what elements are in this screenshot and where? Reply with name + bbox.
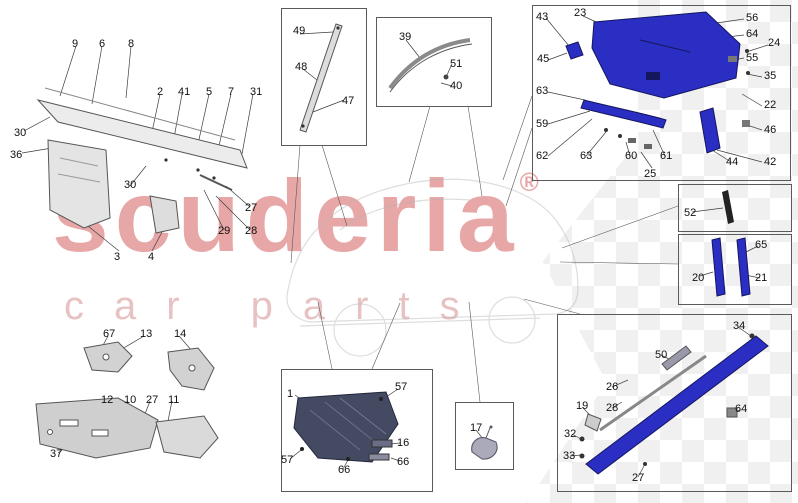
part-callout: 65: [755, 239, 768, 251]
part-callout: 27: [632, 472, 645, 484]
watermark-brand-text: scuderia: [52, 159, 520, 273]
watermark-tagline: car parts: [64, 284, 490, 328]
part-callout: 33: [563, 450, 576, 462]
part-callout: 45: [537, 53, 550, 65]
part-callout: 20: [692, 272, 705, 284]
part-callout: 40: [450, 80, 463, 92]
panel-box-sill: [557, 314, 792, 492]
panel-box-underbody: [281, 369, 433, 492]
part-callout: 51: [450, 58, 463, 70]
part-callout: 11: [168, 394, 180, 406]
part-callout: 66: [397, 456, 410, 468]
part-callout: 14: [174, 328, 187, 340]
part-callout: 35: [764, 70, 777, 82]
part-callout: 60: [625, 150, 638, 162]
part-callout: 29: [218, 225, 231, 237]
part-callout: 27: [245, 202, 258, 214]
part-callout: 7: [228, 86, 235, 98]
part-callout: 24: [768, 37, 781, 49]
part-callout: 31: [250, 86, 263, 98]
part-callout: 9: [72, 38, 79, 50]
part-callout: 66: [338, 464, 351, 476]
part-callout: 67: [103, 328, 116, 340]
part-callout: 19: [576, 400, 589, 412]
part-callout: 21: [755, 272, 768, 284]
panel-box-roof-moulding: [376, 17, 492, 107]
panel-box-b-pillar-trims: [678, 234, 792, 305]
part-callout: 17: [470, 422, 483, 434]
part-callout: 37: [50, 448, 63, 460]
part-callout: 64: [746, 28, 759, 40]
part-callout: 55: [746, 52, 759, 64]
part-callout: 5: [206, 86, 213, 98]
part-callout: 57: [281, 454, 294, 466]
part-callout: 26: [606, 381, 619, 393]
part-callout: 16: [397, 437, 410, 449]
part-callout: 2: [157, 86, 164, 98]
part-callout: 10: [124, 394, 137, 406]
part-callout: 8: [128, 38, 135, 50]
part-callout: 28: [245, 225, 258, 237]
part-callout: 63: [580, 150, 593, 162]
part-callout: 46: [764, 124, 777, 136]
part-callout: 56: [746, 12, 759, 24]
part-callout: 12: [101, 394, 114, 406]
part-callout: 43: [536, 11, 549, 23]
part-callout: 41: [178, 86, 191, 98]
part-callout: 23: [574, 7, 587, 19]
part-callout: 62: [536, 150, 549, 162]
part-callout: 3: [114, 251, 121, 263]
part-callout: 57: [395, 381, 408, 393]
part-callout: 48: [295, 61, 308, 73]
part-callout: 59: [536, 118, 549, 130]
part-callout: 64: [735, 403, 748, 415]
part-callout: 47: [342, 95, 355, 107]
part-callout: 28: [606, 402, 619, 414]
part-callout: 32: [564, 428, 577, 440]
part-callout: 1: [287, 388, 294, 400]
part-callout: 49: [293, 25, 306, 37]
part-callout: 6: [99, 38, 106, 50]
part-callout: 34: [733, 320, 746, 332]
part-callout: 39: [399, 31, 412, 43]
part-callout: 52: [684, 207, 697, 219]
part-callout: 36: [10, 149, 23, 161]
part-callout: 44: [726, 156, 739, 168]
panel-box-cap: [455, 402, 514, 470]
part-callout: 25: [644, 168, 657, 180]
part-callout: 61: [660, 150, 673, 162]
part-callout: 22: [764, 99, 777, 111]
part-callout: 63: [536, 85, 549, 97]
part-callout: 30: [14, 127, 27, 139]
part-callout: 27: [146, 394, 159, 406]
watermark-brand: scuderia®: [52, 158, 545, 275]
part-callout: 30: [124, 179, 137, 191]
part-callout: 4: [148, 251, 155, 263]
part-callout: 42: [764, 156, 777, 168]
part-callout: 13: [140, 328, 153, 340]
part-callout: 50: [655, 349, 668, 361]
